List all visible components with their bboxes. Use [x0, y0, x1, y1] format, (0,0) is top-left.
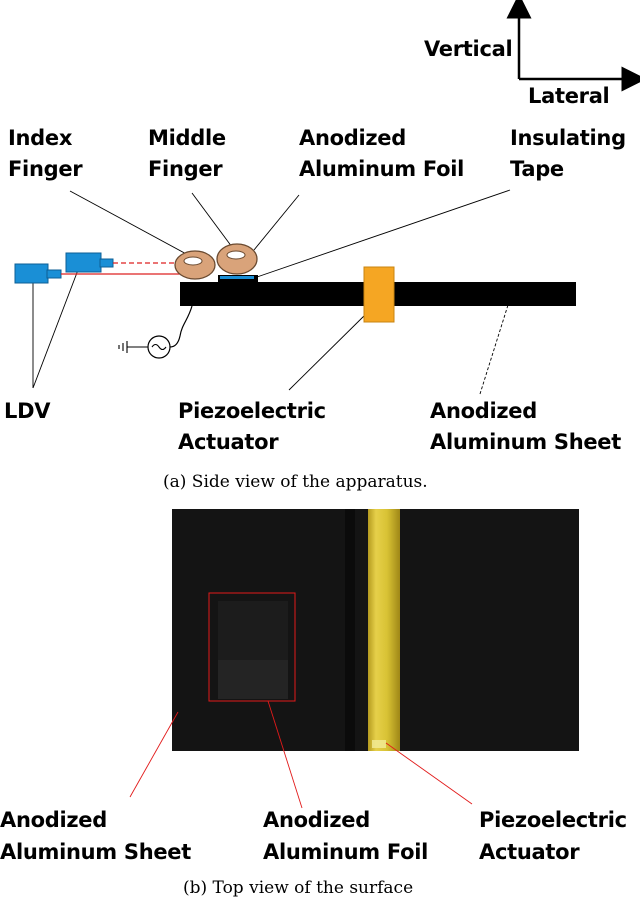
foil-highlight-box [208, 592, 296, 702]
piezoelectric-actuator [363, 266, 395, 323]
ldv-2-lens [99, 258, 114, 268]
middle-finger-label-line1: Middle [148, 126, 226, 150]
top-view-leaders [129, 700, 473, 809]
piezo-label-line1: Piezoelectric [178, 399, 326, 423]
piezo-strip [368, 509, 400, 751]
vertical-axis-label: Vertical [424, 37, 513, 61]
anodized-foil-label-line2: Aluminum Foil [299, 157, 464, 181]
side-view-leaders [32, 189, 511, 395]
top-foil-leader [267, 700, 303, 809]
insulating-tape-label-line2: Tape [510, 157, 564, 181]
anodized-foil-label-line1: Anodized [299, 126, 406, 150]
ground-icon [118, 341, 128, 353]
anodized-sheet-label-line2: Aluminum Sheet [430, 430, 621, 454]
index-finger-label-line1: Index [8, 126, 73, 150]
index-finger-shape [174, 250, 216, 280]
piezo-label-line2: Actuator [178, 430, 279, 454]
top-sheet-label-line1: Anodized [0, 808, 107, 832]
insulating-tape-label-line1: Insulating [510, 126, 626, 150]
tape-leader [256, 189, 511, 278]
insulating-tape-strip [220, 276, 254, 279]
top-foil-label-line2: Aluminum Foil [263, 840, 428, 864]
signal-wire [169, 305, 193, 348]
axis-indicator [506, 0, 640, 92]
index-finger-leader [69, 190, 191, 257]
top-view-photo [172, 509, 579, 751]
signal-source [118, 305, 193, 359]
lateral-axis-label: Lateral [528, 84, 610, 108]
top-piezo-label-line1: Piezoelectric [479, 808, 627, 832]
top-piezo-label-line2: Actuator [479, 840, 580, 864]
middle-finger-label-line2: Finger [148, 157, 223, 181]
ldv-devices [14, 252, 114, 284]
caption-b: (b) Top view of the surface [183, 878, 414, 898]
piezo-leader [288, 311, 369, 391]
anodized-sheet-label-line1: Anodized [430, 399, 537, 423]
ldv-2-body [65, 252, 102, 273]
ldv-label: LDV [4, 399, 51, 423]
middle-finger-leader [191, 192, 233, 248]
ldv-1-lens [46, 269, 62, 279]
top-piezo-leader [385, 742, 473, 805]
top-foil-label-line1: Anodized [263, 808, 370, 832]
foil-leader [253, 194, 300, 251]
middle-finger-shape [216, 243, 258, 275]
caption-a: (a) Side view of the apparatus. [163, 472, 428, 492]
top-sheet-label-line2: Aluminum Sheet [0, 840, 191, 864]
index-finger-label-line2: Finger [8, 157, 83, 181]
ldv-leader-2 [32, 269, 79, 389]
sheet-leader [479, 304, 509, 395]
top-sheet-leader [129, 711, 179, 798]
ldv-1-body [14, 263, 49, 284]
